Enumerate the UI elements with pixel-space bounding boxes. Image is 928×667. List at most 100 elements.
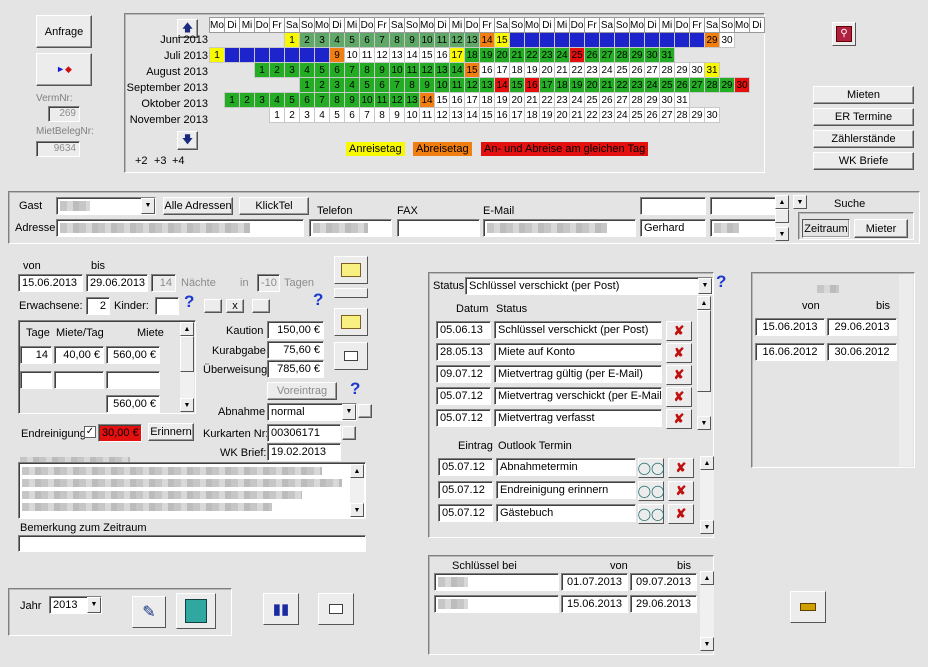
calendar-day[interactable]: 6 — [344, 107, 360, 123]
calendar-day[interactable]: 6 — [359, 32, 375, 48]
calendar-day[interactable]: 5 — [284, 92, 300, 108]
calendar-day[interactable]: 12 — [449, 32, 465, 48]
adresse-field[interactable] — [56, 219, 304, 237]
status-text[interactable]: Mietvertrag verfasst — [494, 409, 662, 427]
er-termine-button[interactable]: ER Termine — [813, 108, 914, 126]
calendar-day[interactable]: 5 — [329, 107, 345, 123]
von-date-field[interactable]: 15.06.2013 — [18, 274, 83, 292]
calendar-day[interactable]: 28 — [674, 107, 690, 123]
history-bis[interactable]: 29.06.2013 — [827, 318, 897, 336]
calendar-day[interactable]: 5 — [269, 47, 285, 63]
calendar-day[interactable]: 1 — [284, 32, 300, 48]
calendar-day[interactable]: 21 — [554, 62, 570, 78]
klicktel-button[interactable]: KlickTel — [239, 197, 309, 215]
key-von[interactable]: 15.06.2013 — [561, 595, 628, 613]
history-bis[interactable]: 30.06.2012 — [827, 343, 897, 361]
guest-scrollbar[interactable]: ▲ ▼ — [775, 195, 789, 241]
calendar-day[interactable]: 12 — [419, 62, 435, 78]
calendar-day[interactable]: 18 — [509, 62, 525, 78]
bemerkung-scrollbar[interactable]: ▲ ▼ — [350, 464, 364, 517]
status-date[interactable]: 05.07.12 — [436, 409, 491, 427]
calendar-day[interactable]: 12 — [389, 92, 405, 108]
help-icon-2[interactable]: ? — [313, 290, 324, 309]
search-field-2[interactable] — [710, 197, 776, 215]
calendar-day[interactable]: 10 — [359, 92, 375, 108]
calendar-day[interactable]: 31 — [674, 92, 690, 108]
calendar-day[interactable]: 27 — [659, 107, 675, 123]
calendar-day[interactable]: 1 — [254, 62, 270, 78]
calendar-day[interactable]: 26 — [599, 92, 615, 108]
mail-button-1[interactable] — [334, 256, 368, 284]
calendar-day[interactable]: 30 — [734, 77, 750, 93]
calendar-day[interactable]: 17 — [539, 77, 555, 93]
zaehlerstaende-button[interactable]: Zählerstände — [813, 130, 914, 148]
calendar-day[interactable]: 4 — [329, 32, 345, 48]
calendar-day[interactable]: 7 — [344, 62, 360, 78]
calendar-day[interactable]: 19 — [524, 62, 540, 78]
calendar-day[interactable]: 27 — [614, 92, 630, 108]
nachname-field[interactable] — [710, 219, 776, 237]
termin-date[interactable]: 05.07.12 — [438, 504, 493, 522]
calendar-day[interactable]: 5 — [314, 62, 330, 78]
page-plus-2[interactable]: +2 — [135, 155, 148, 167]
scroll-down-icon[interactable]: ▼ — [700, 520, 714, 534]
calendar-day[interactable]: 21 — [524, 92, 540, 108]
calendar-day[interactable]: 22 — [539, 92, 555, 108]
scroll-down-icon[interactable]: ▼ — [697, 416, 711, 430]
calendar-day[interactable]: 23 — [584, 62, 600, 78]
calendar-day[interactable]: 20 — [494, 47, 510, 63]
gast-combo[interactable]: ▼ — [56, 197, 156, 215]
calendar-day[interactable]: 8 — [359, 62, 375, 78]
calendar-day[interactable]: 14 — [449, 62, 465, 78]
calendar-day[interactable]: 16 — [449, 92, 465, 108]
termin-date[interactable]: 05.07.12 — [438, 481, 493, 499]
page-plus-3[interactable]: +3 — [154, 155, 167, 167]
calendar-day[interactable]: 3 — [299, 107, 315, 123]
calendar-day[interactable]: 13 — [464, 32, 480, 48]
calendar-day[interactable]: 8 — [389, 32, 405, 48]
email-field[interactable] — [483, 219, 636, 237]
calendar-day[interactable]: 9 — [374, 62, 390, 78]
calendar-day[interactable]: 4 — [254, 47, 270, 63]
calendar-day[interactable]: 26 — [644, 107, 660, 123]
calendar-day[interactable]: 24 — [644, 77, 660, 93]
calendar-day[interactable]: 24 — [599, 62, 615, 78]
calendar-day[interactable]: 7 — [299, 47, 315, 63]
scroll-down-icon[interactable]: ▼ — [180, 398, 194, 412]
delete-status-button[interactable]: ✘ — [666, 321, 692, 341]
status-text[interactable]: Schlüssel verschickt (per Post) — [494, 321, 662, 339]
calendar-day[interactable]: 2 — [284, 107, 300, 123]
calendar-day[interactable]: 8 — [374, 107, 390, 123]
calendar-day[interactable]: 7 — [374, 32, 390, 48]
status-date[interactable]: 09.07.12 — [436, 365, 491, 383]
delete-termin-button[interactable]: ✘ — [668, 458, 694, 478]
kinder-age-button-2[interactable] — [252, 299, 270, 313]
status-date[interactable]: 05.07.12 — [436, 387, 491, 405]
mail-button-2[interactable] — [334, 308, 368, 336]
calendar-day[interactable]: 26 — [584, 47, 600, 63]
calendar-day[interactable]: 9 — [389, 107, 405, 123]
calendar-day[interactable]: 22 — [569, 62, 585, 78]
calendar-day[interactable]: 29 — [674, 62, 690, 78]
calendar-day[interactable]: 8 — [329, 92, 345, 108]
calendar-day[interactable]: 16 — [494, 107, 510, 123]
calendar-day[interactable]: 25 — [569, 47, 585, 63]
calendar-day[interactable]: 16 — [434, 47, 450, 63]
termin-date[interactable]: 05.07.12 — [438, 458, 493, 476]
kinder-age-button-1[interactable] — [204, 299, 222, 313]
notebook-button[interactable] — [176, 593, 216, 629]
calendar-day[interactable]: 29 — [704, 32, 720, 48]
calendar-day[interactable]: 13 — [389, 47, 405, 63]
calendar-day[interactable]: 19 — [569, 77, 585, 93]
calendar-day[interactable]: 11 — [419, 107, 435, 123]
calendar-day[interactable]: 10 — [344, 47, 360, 63]
calendar-day[interactable]: 19 — [479, 47, 495, 63]
calendar-day[interactable]: 6 — [374, 77, 390, 93]
calendar-day[interactable]: 28 — [614, 47, 630, 63]
calendar-day[interactable]: 18 — [464, 47, 480, 63]
suche-dropdown[interactable]: ▼ — [793, 195, 807, 209]
calendar-day[interactable]: 31 — [704, 62, 720, 78]
history-scrollbar[interactable] — [899, 274, 913, 466]
ueberweisung-field[interactable]: 785,60 € — [267, 360, 324, 378]
